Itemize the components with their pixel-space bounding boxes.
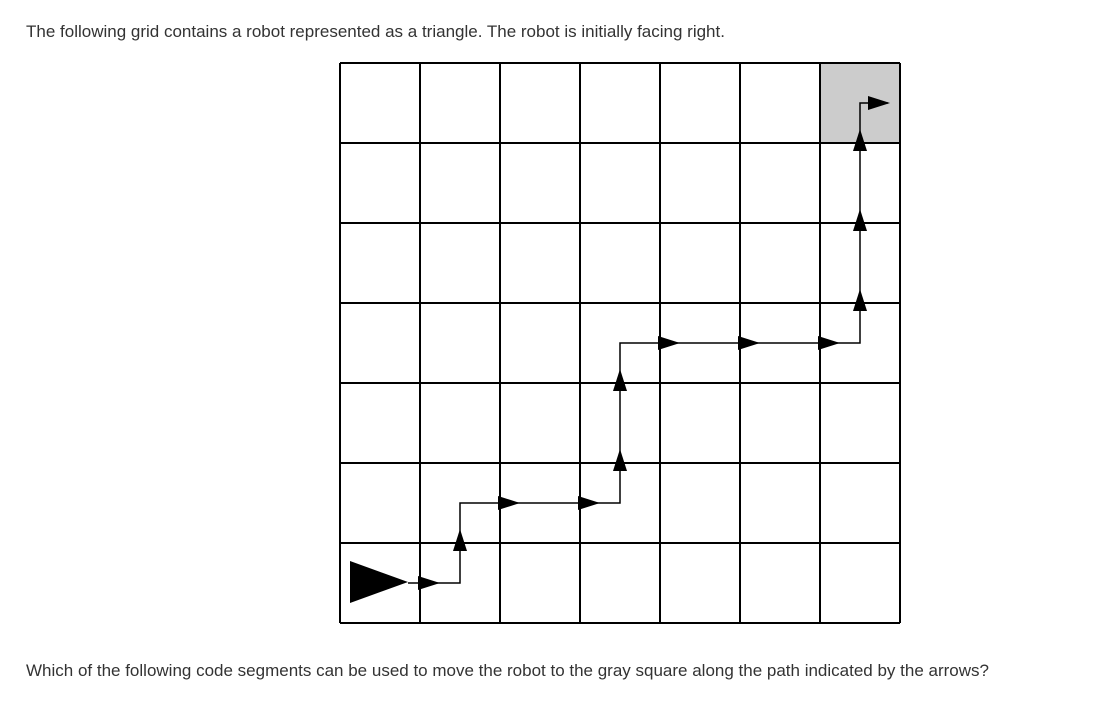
path-arrowhead <box>418 576 440 590</box>
path-arrowhead <box>738 336 760 350</box>
path-arrowhead <box>498 496 520 510</box>
question-intro: The following grid contains a robot repr… <box>26 22 725 41</box>
path-arrowhead <box>853 209 867 231</box>
path-arrowhead <box>453 529 467 551</box>
path-arrowhead <box>853 289 867 311</box>
question-prompt: Which of the following code segments can… <box>26 661 989 680</box>
path-arrowhead <box>853 129 867 151</box>
path-arrowhead <box>613 369 627 391</box>
target-gray-square <box>820 63 900 143</box>
robot-triangle <box>350 561 408 603</box>
path-arrowhead <box>578 496 600 510</box>
path-line <box>408 102 888 584</box>
path-arrowhead <box>868 96 890 110</box>
path-arrowhead <box>658 336 680 350</box>
path-arrowhead <box>613 449 627 471</box>
path-arrowhead <box>818 336 840 350</box>
